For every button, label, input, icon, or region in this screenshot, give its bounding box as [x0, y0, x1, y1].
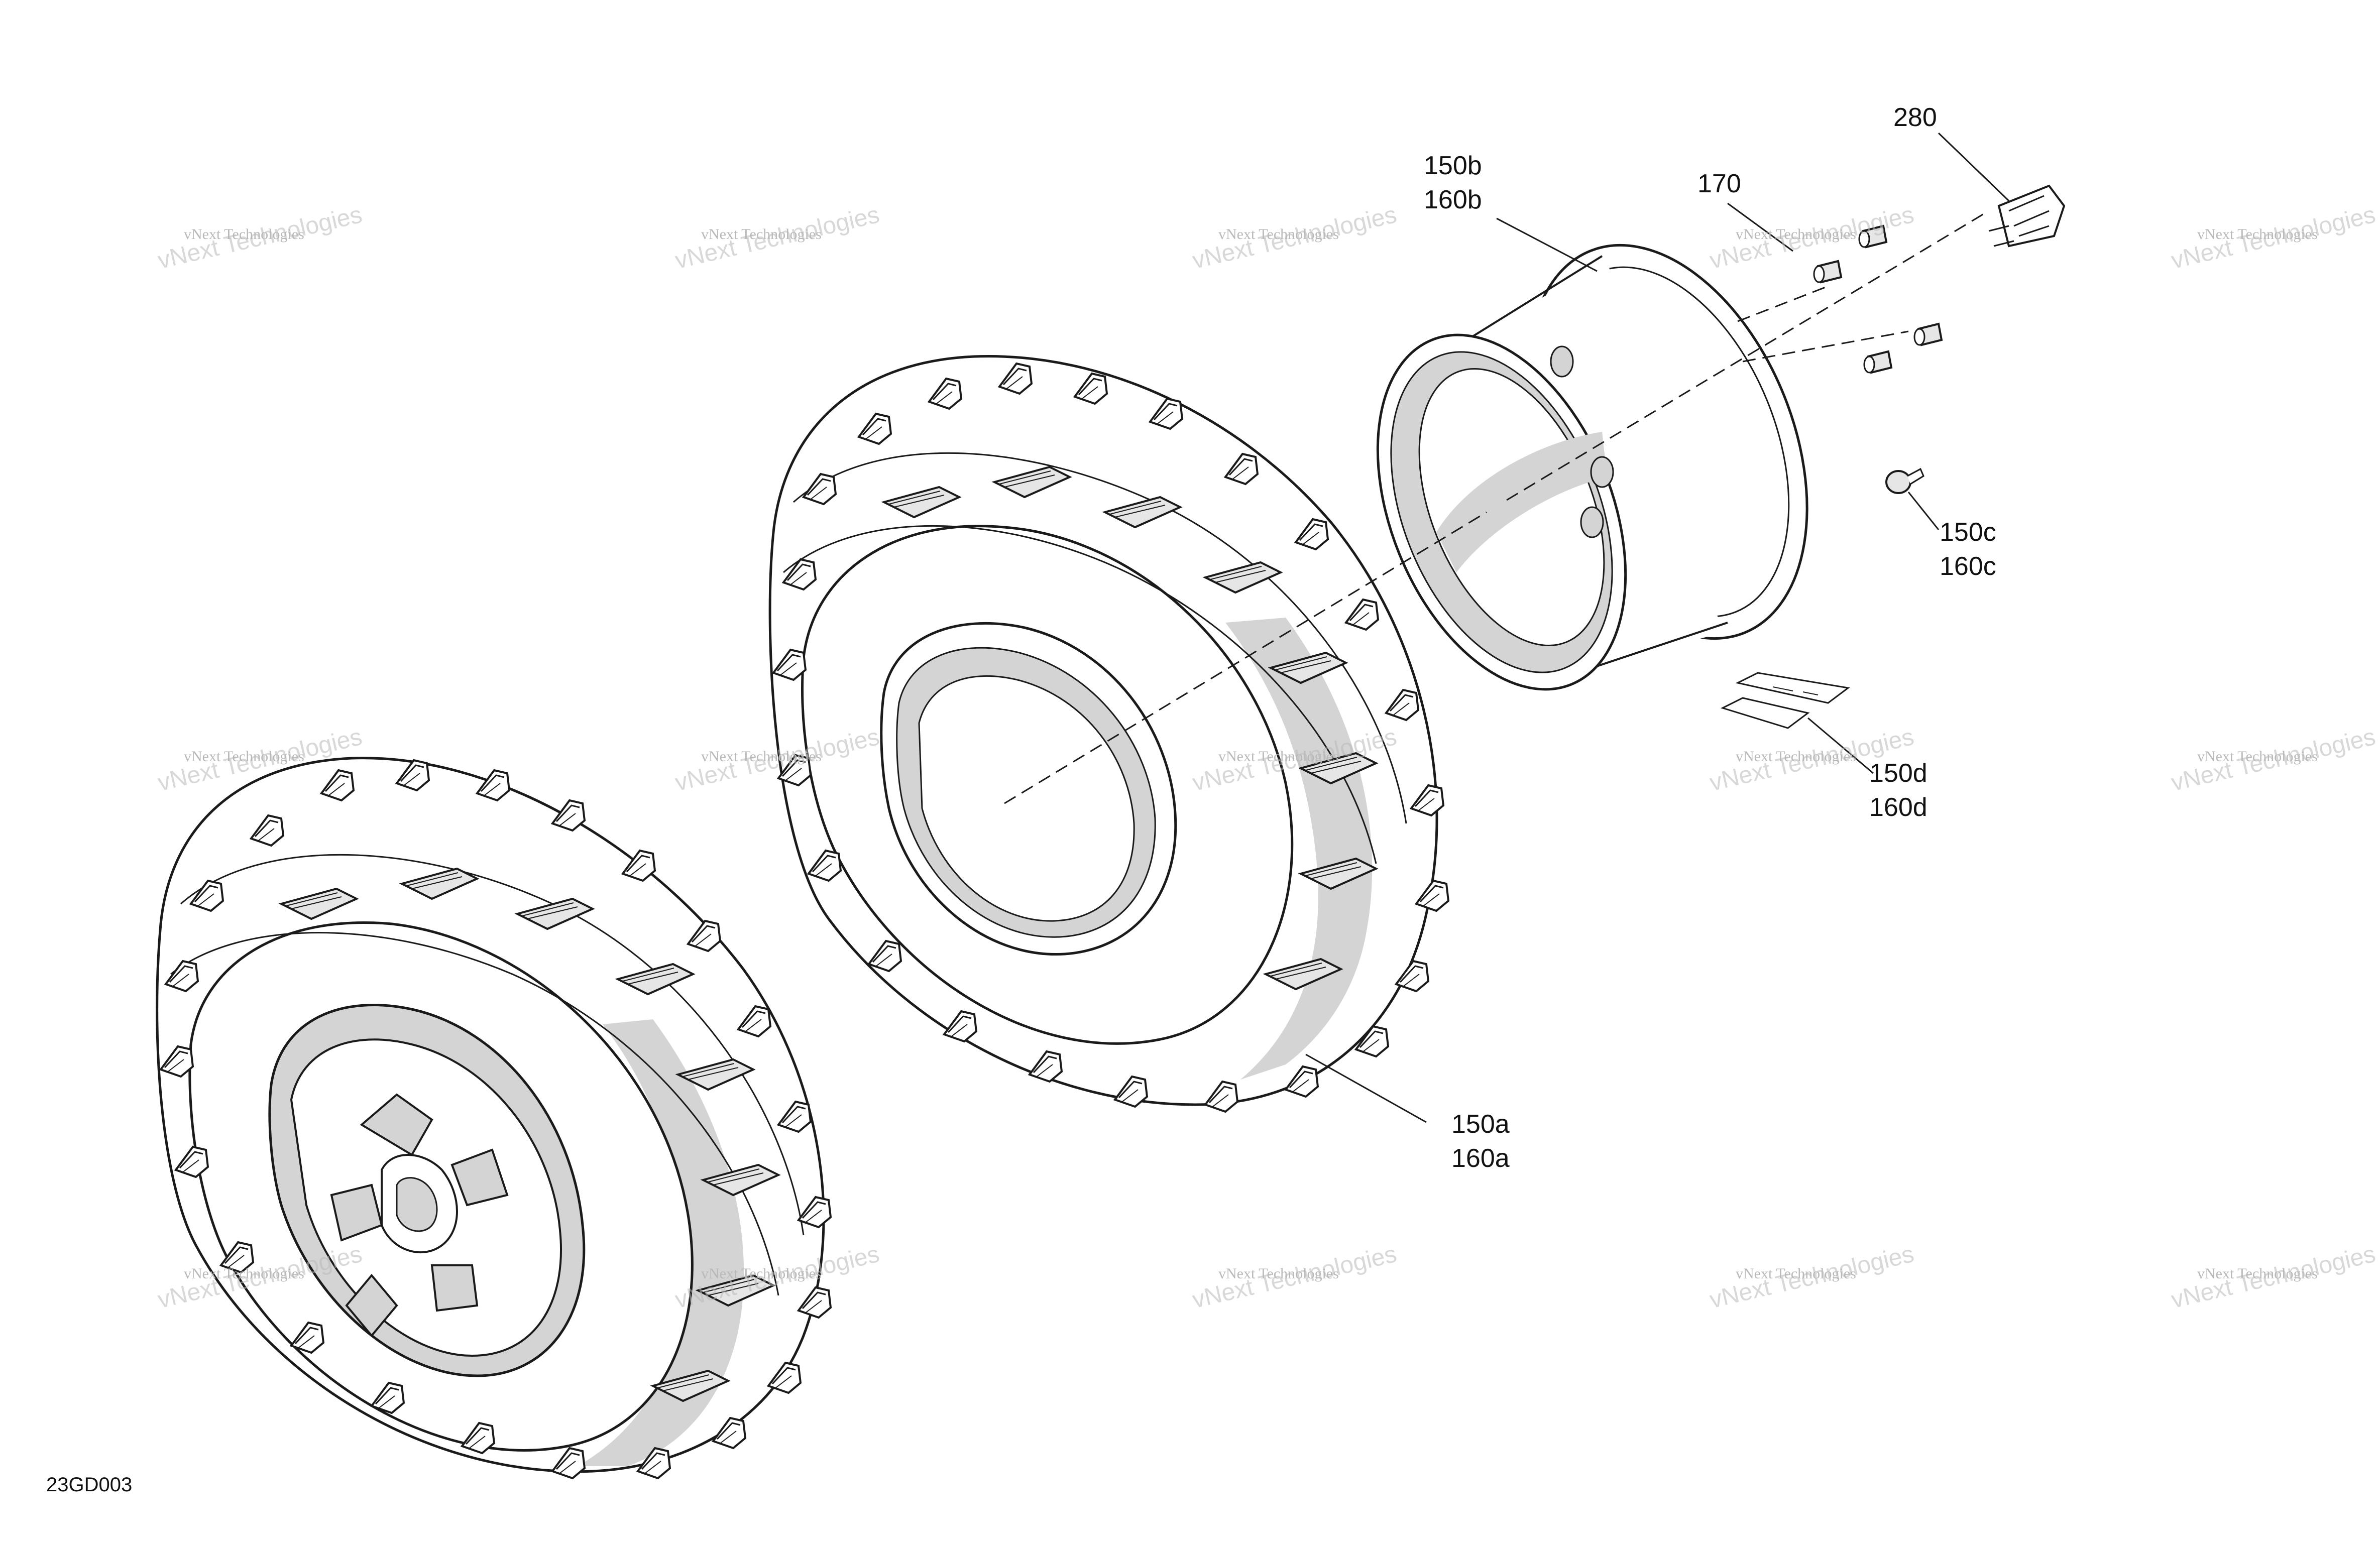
callout-line: 150c [1940, 518, 1996, 547]
tire-left-illustration [156, 757, 832, 1479]
callout-150d-160d: 150d 160d [1869, 756, 1928, 824]
callout-line: 150d [1869, 759, 1928, 788]
callout-line: 160a [1451, 1144, 1510, 1173]
balance-weights-illustration [1720, 672, 1850, 729]
diagram-id: 23GD003 [46, 1474, 133, 1496]
callout-line: 160c [1940, 552, 1996, 581]
callout-150a-160a: 150a 160a [1451, 1107, 1510, 1175]
tire-center-illustration [768, 354, 1449, 1113]
callout-150b-160b: 150b 160b [1424, 149, 1482, 217]
callout-280: 280 [1893, 100, 1937, 135]
callout-line: 160b [1424, 185, 1482, 214]
callout-150c-160c: 150c 160c [1940, 515, 1996, 583]
hub-cap-illustration [1988, 184, 2066, 248]
callout-line: 150b [1424, 151, 1482, 180]
callout-line: 160d [1869, 793, 1928, 822]
lug-nuts-illustration [1813, 224, 1943, 374]
leader-lines [1305, 132, 2010, 1123]
callout-170: 170 [1697, 167, 1741, 201]
rim-illustration [1376, 244, 1808, 691]
callout-line: 280 [1893, 103, 1937, 132]
callout-line: 150a [1451, 1110, 1510, 1139]
callout-line: 170 [1697, 169, 1741, 198]
valve-stem-illustration [1885, 467, 1924, 494]
